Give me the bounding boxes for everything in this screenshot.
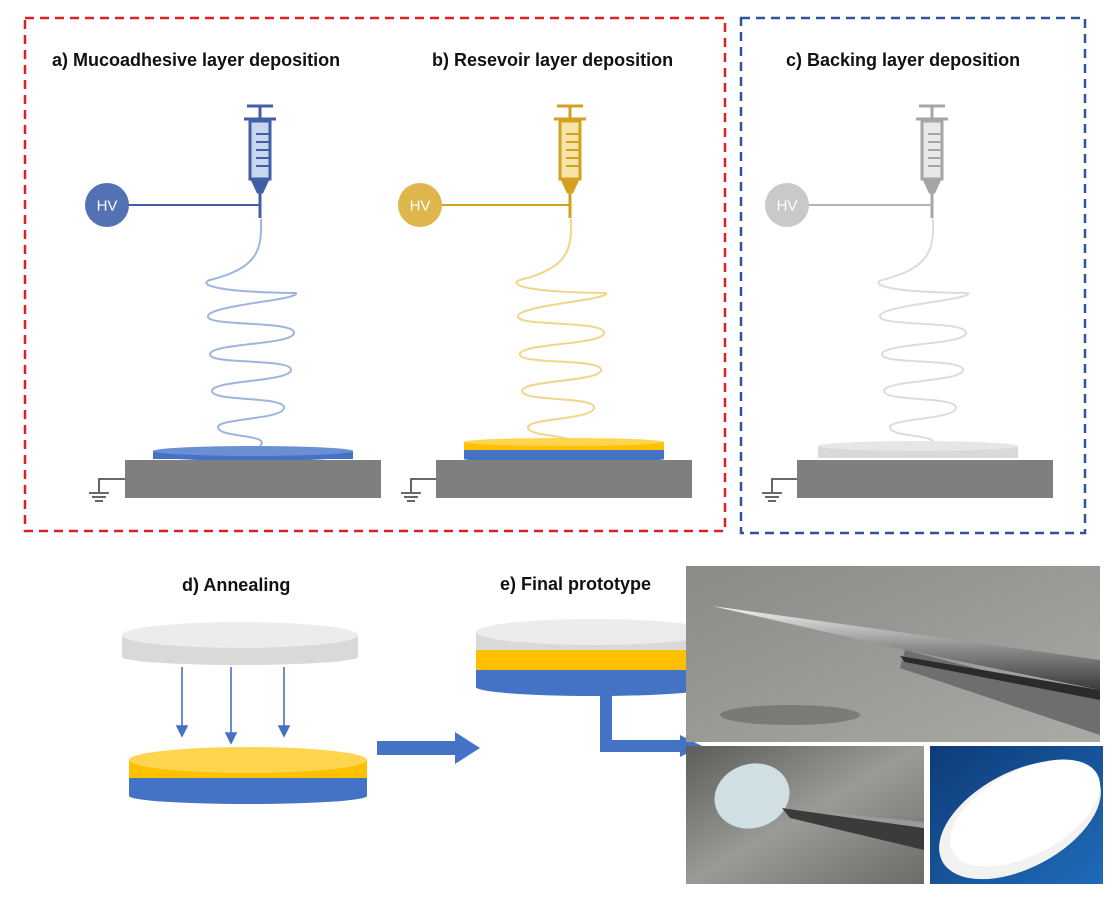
electrospinning-frame-blue	[739, 16, 1087, 535]
panel-d-annealing	[122, 622, 367, 804]
collector-plate	[125, 460, 381, 498]
panel-a-setup: HV	[85, 104, 381, 502]
panel-b-title: b) Resevoir layer deposition	[432, 50, 674, 70]
panel-b-setup: HV	[398, 104, 692, 502]
fiber-jet	[515, 218, 608, 447]
hv-source-icon	[398, 183, 442, 227]
panel-e-title: e) Final prototype	[500, 574, 652, 594]
photo-tweezers	[686, 566, 1100, 742]
panel-c-title: c) Backing layer deposition	[786, 50, 1021, 70]
photo-disc-on-blue	[930, 746, 1103, 884]
ground-icon	[401, 478, 436, 502]
hv-label: HV	[777, 198, 798, 215]
hv-source-icon	[85, 183, 129, 227]
syringe-icon	[244, 104, 276, 218]
collector-plate	[436, 460, 692, 498]
reservoir-layer-disc	[476, 650, 712, 670]
panel-c-setup: HV	[762, 104, 1053, 502]
hv-label: HV	[97, 198, 118, 215]
syringe-icon	[916, 104, 948, 218]
photo-disc-held	[686, 746, 924, 884]
mucoadhesive-layer-disc	[464, 450, 664, 459]
panel-a-title: a) Mucoadhesive layer deposition	[52, 50, 341, 70]
ground-icon	[89, 478, 125, 502]
ground-icon	[762, 478, 797, 502]
hv-source-icon	[765, 183, 809, 227]
collector-plate	[797, 460, 1053, 498]
syringe-icon	[554, 104, 586, 218]
process-arrow	[377, 732, 480, 764]
press-arrows	[175, 667, 291, 745]
fiber-jet	[205, 218, 298, 447]
fiber-jet	[877, 218, 970, 447]
panel-e-prototype	[476, 619, 712, 757]
electrospinning-frame-red	[23, 16, 727, 533]
panel-d-title: d) Annealing	[182, 575, 291, 595]
hv-label: HV	[410, 198, 431, 215]
